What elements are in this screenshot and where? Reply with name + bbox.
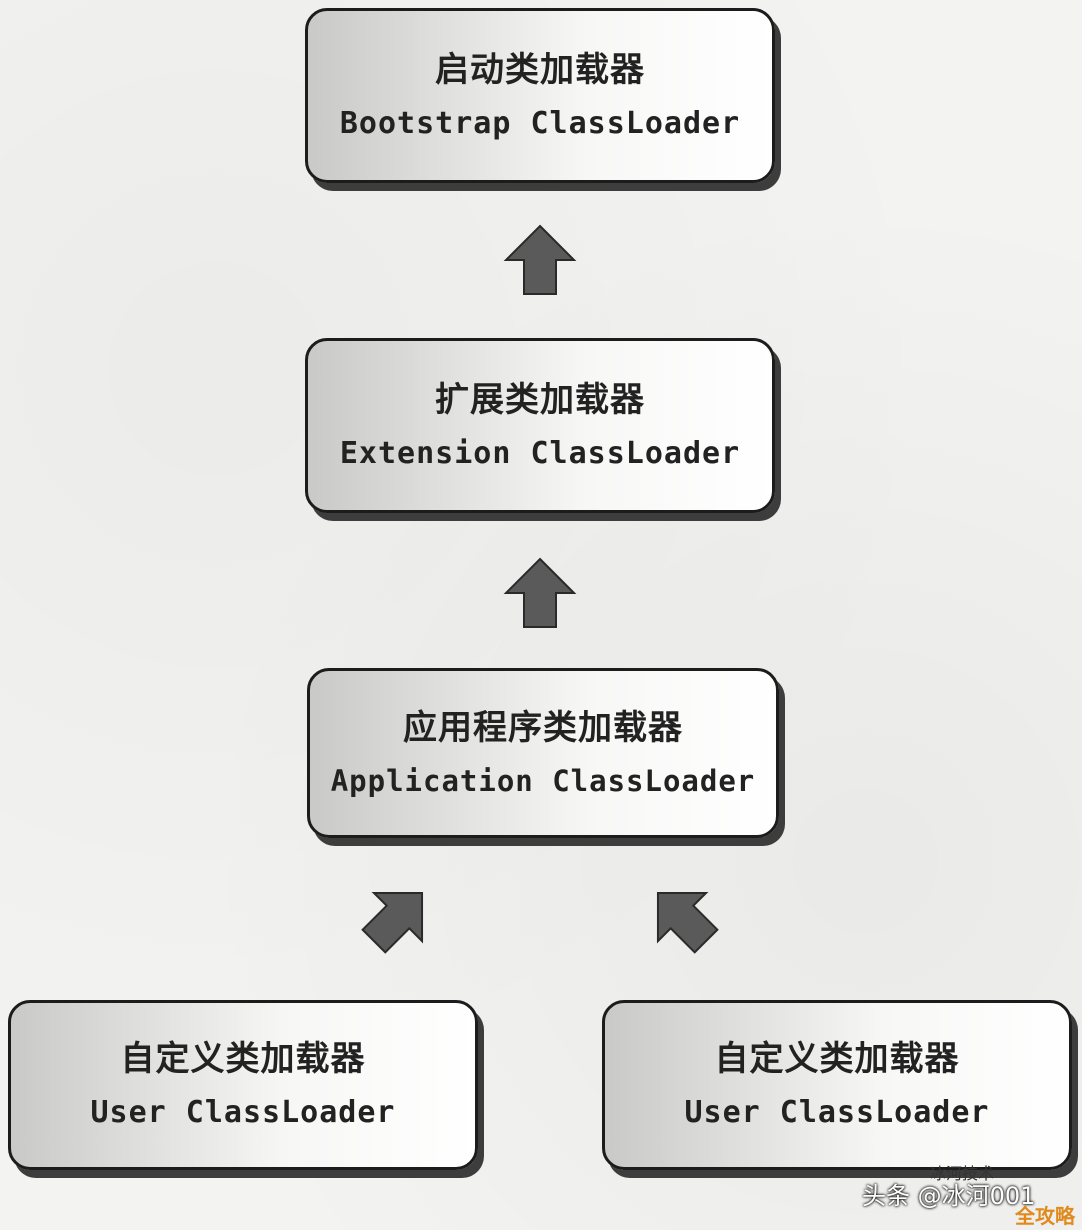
user-classloader-node-right: 自定义类加载器 User ClassLoader: [602, 1000, 1072, 1170]
corner-badge: 全攻略: [1015, 1204, 1075, 1228]
arrow-up-icon: [500, 220, 580, 300]
watermark-overlay-text: 冰河技术: [930, 1164, 995, 1183]
node-title-en: Bootstrap ClassLoader: [339, 105, 741, 141]
node-title-en: User ClassLoader: [684, 1095, 990, 1130]
node-title-en: User ClassLoader: [90, 1095, 396, 1130]
node-title-en: Application ClassLoader: [330, 763, 756, 798]
node-title-cn: 应用程序类加载器: [403, 707, 683, 748]
extension-classloader-node: 扩展类加载器 Extension ClassLoader: [305, 338, 775, 513]
node-title-en: Extension ClassLoader: [339, 435, 741, 471]
user-classloader-node-left: 自定义类加载器 User ClassLoader: [8, 1000, 478, 1170]
arrow-up-left-icon: [625, 860, 738, 973]
node-title-cn: 自定义类加载器: [120, 1039, 366, 1079]
arrow-up-right-icon: [341, 860, 454, 973]
bootstrap-classloader-node: 启动类加载器 Bootstrap ClassLoader: [305, 8, 775, 183]
node-title-cn: 扩展类加载器: [435, 379, 645, 420]
arrow-up-icon: [500, 553, 580, 633]
watermark-text: 头条 @冰河001: [862, 1182, 1036, 1210]
node-title-cn: 自定义类加载器: [714, 1039, 960, 1079]
node-title-cn: 启动类加载器: [435, 49, 645, 90]
application-classloader-node: 应用程序类加载器 Application ClassLoader: [307, 668, 779, 838]
